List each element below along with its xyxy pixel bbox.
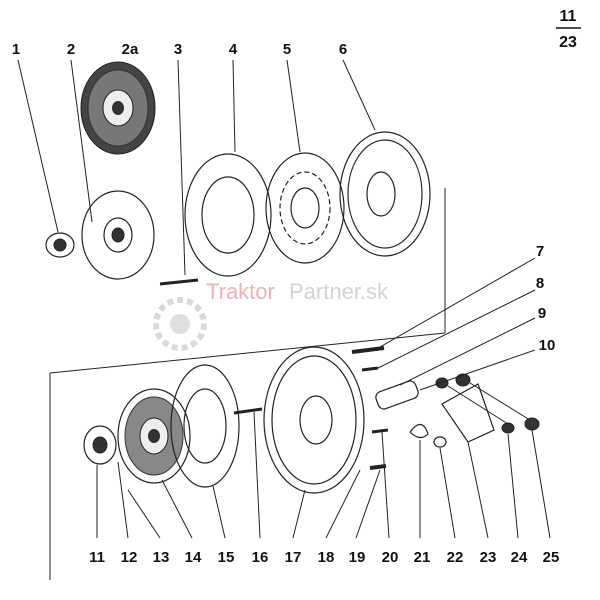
- callout-9: 9: [538, 305, 546, 322]
- part-24-nut: [435, 377, 515, 434]
- part-4-pressure-plate: [184, 153, 272, 277]
- part-16-bolt: [233, 407, 263, 415]
- callout-16: 16: [252, 549, 269, 566]
- part-11-hub: [83, 425, 117, 465]
- section-outline: [49, 188, 446, 580]
- callout-6: 6: [339, 41, 347, 58]
- part-22-washer: [433, 436, 447, 448]
- callout-4: 4: [229, 41, 238, 58]
- callout-25: 25: [543, 549, 560, 566]
- callout-14: 14: [185, 549, 202, 566]
- callout-17: 17: [285, 549, 302, 566]
- callout-19: 19: [349, 549, 366, 566]
- callout-15: 15: [218, 549, 235, 566]
- callout-labels: 1 2 2a 3 4 5 6 7 8 9 10 11 12 13 14 15 1…: [12, 41, 560, 566]
- callout-21: 21: [414, 549, 431, 566]
- part-19-bolt: [369, 464, 387, 470]
- callout-13: 13: [153, 549, 170, 566]
- watermark-text-2: Partner.sk: [289, 279, 389, 304]
- callout-1: 1: [12, 41, 20, 58]
- callout-3: 3: [174, 41, 182, 58]
- callout-24: 24: [511, 549, 528, 566]
- part-5-diaphragm-spring: [265, 152, 345, 264]
- callout-20: 20: [382, 549, 399, 566]
- part-17-flywheel: [263, 346, 365, 494]
- part-15-ring-plate: [170, 364, 240, 488]
- page-reference: 11 23: [556, 8, 581, 51]
- part-7-bolt: [351, 346, 385, 354]
- part-1-hub: [45, 232, 75, 258]
- part-14-clutch-disc: [117, 388, 191, 484]
- watermark: Traktor Partner.sk: [153, 279, 389, 351]
- callout-11: 11: [89, 549, 105, 566]
- callout-12: 12: [121, 549, 138, 566]
- callout-2: 2: [67, 41, 75, 58]
- part-3-bolt: [159, 278, 199, 286]
- callout-7: 7: [536, 243, 544, 260]
- part-23-bracket: [441, 383, 495, 443]
- callout-22: 22: [447, 549, 464, 566]
- part-6-cover: [339, 131, 431, 257]
- callout-10: 10: [539, 337, 556, 354]
- callout-23: 23: [480, 549, 497, 566]
- part-25-nut: [455, 373, 540, 431]
- callout-8: 8: [536, 275, 544, 292]
- part-20-pin: [371, 428, 389, 434]
- leader-lines: [17, 59, 551, 539]
- page-ref-top: 11: [560, 8, 577, 25]
- part-2-clutch-disc: [81, 190, 155, 280]
- page-ref-bottom: 23: [559, 34, 577, 51]
- watermark-text-1: Traktor: [206, 279, 275, 304]
- callout-5: 5: [283, 41, 291, 58]
- part-21-clip: [409, 423, 429, 439]
- callout-2a: 2a: [122, 41, 139, 58]
- callout-18: 18: [318, 549, 335, 566]
- part-8-pin: [361, 366, 379, 372]
- part-2a-friction-disc: [80, 61, 156, 155]
- part-10-lever: [375, 380, 419, 410]
